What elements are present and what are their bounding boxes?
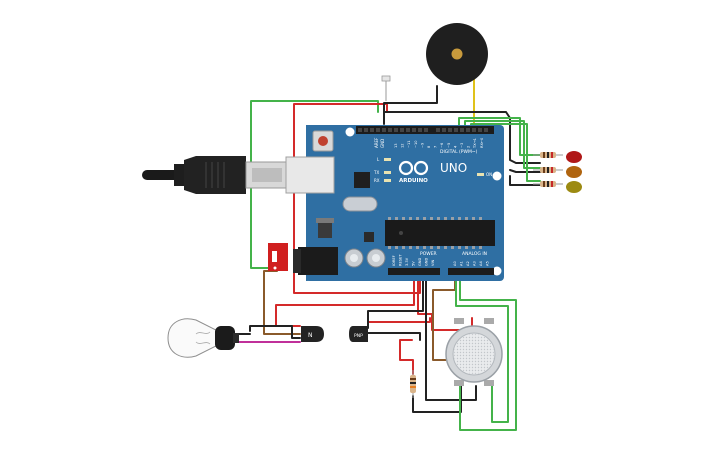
digital-pin-label-11: 2: [467, 146, 471, 148]
power-pin-label-3: 5V: [412, 261, 416, 266]
wire-black-top[interactable]: [383, 111, 541, 164]
wire-black-buzzer[interactable]: [383, 85, 438, 125]
digital-pin-label-9: 4: [453, 145, 457, 148]
slide-switch[interactable]: [268, 243, 288, 271]
digital-pin-label-8: ~5: [447, 143, 451, 148]
wire-green-a1[interactable]: [459, 273, 517, 431]
analog-pin-label-3: A3: [473, 261, 477, 266]
resistor-led-1[interactable]: [533, 152, 563, 158]
gas-sensor[interactable]: [445, 318, 503, 386]
on-label: ON: [486, 172, 492, 177]
wire-red-left-loop[interactable]: [293, 103, 421, 294]
resistor-led-3[interactable]: [533, 181, 563, 187]
analog-pin-label-1: A1: [460, 261, 464, 266]
digital-pin-label-13: RX←0: [480, 137, 484, 148]
piezo-buzzer[interactable]: [426, 23, 488, 85]
wire-green-led-2[interactable]: [464, 120, 541, 169]
digital-pin-label-2: ~11: [407, 140, 411, 148]
power-pin-label-5: GND: [425, 258, 429, 266]
arduino-logo-icon: [398, 160, 429, 176]
l-led-label: L: [377, 157, 380, 162]
led-red[interactable]: [566, 151, 582, 163]
tx-led-label: TX: [373, 170, 379, 175]
wire-black-led2[interactable]: [509, 169, 541, 173]
arduino-brand: ARDUINO: [399, 178, 428, 184]
digital-pin-label-12: TX→1: [473, 138, 477, 149]
digital-pin-label-1: 12: [401, 143, 405, 148]
led-orange[interactable]: [566, 166, 582, 178]
light-bulb[interactable]: [167, 318, 239, 358]
resistor-led-2[interactable]: [533, 167, 563, 173]
transistor-pnp-label: PNP: [354, 333, 363, 339]
resistor-vertical[interactable]: [410, 370, 416, 398]
digital-pin-label-7: ~6: [440, 142, 444, 148]
digital-header-pins: [358, 128, 488, 132]
digital-pin-label-0: 13: [394, 143, 398, 148]
digital-pin-label-4: ~9: [420, 142, 424, 148]
small-header-connector[interactable]: [381, 75, 391, 101]
power-header-label: POWER: [420, 251, 437, 257]
analog-pin-label-0: A0: [453, 261, 457, 266]
wire-red-pnp[interactable]: [367, 317, 431, 323]
wire-black-npn[interactable]: [249, 325, 301, 339]
wire-black-led3[interactable]: [509, 175, 541, 186]
board-model: UNO: [440, 161, 467, 175]
reset-button[interactable]: [318, 136, 328, 146]
aref-label: AREF: [374, 137, 379, 148]
led-group: [533, 151, 582, 193]
power-pin-label-4: GND: [418, 258, 422, 266]
wire-black-pnp[interactable]: [367, 332, 421, 341]
rx-led-label: RX: [374, 178, 380, 183]
gnd-label: GND: [380, 139, 385, 148]
digital-pin-label-10: ~3: [460, 143, 464, 148]
analog-pin-label-4: A4: [479, 261, 483, 266]
digital-pin-label-5: 8: [427, 145, 431, 148]
power-pin-label-2: 3.3V: [405, 257, 409, 266]
digital-pin-label-3: ~10: [414, 140, 418, 148]
digital-header-label: DIGITAL (PWM~): [440, 149, 478, 155]
microcontroller-chip: [385, 217, 495, 249]
analog-header-label: ANALOG IN: [462, 251, 487, 257]
transistor-pnp[interactable]: PNP: [349, 326, 368, 342]
analog-pin-label-5: A5: [486, 261, 490, 266]
transistor-npn-label: N: [308, 332, 313, 339]
wire-black-gnd-1[interactable]: [367, 273, 424, 329]
wire-red-5v[interactable]: [275, 273, 415, 327]
digital-pin-label-6: 7: [434, 146, 438, 148]
wire-red-resistor[interactable]: [399, 339, 414, 375]
power-pin-label-6: VIN: [431, 259, 435, 266]
power-pin-label-0: IOREF: [392, 255, 396, 266]
wire-black-gnd-2[interactable]: [425, 273, 477, 401]
led-yellow[interactable]: [566, 181, 582, 193]
wire-green-a1-b[interactable]: [455, 273, 509, 423]
transistor-npn[interactable]: N: [301, 326, 324, 342]
analog-pin-label-2: A2: [466, 261, 470, 266]
power-pin-label-1: RESET: [399, 254, 403, 266]
